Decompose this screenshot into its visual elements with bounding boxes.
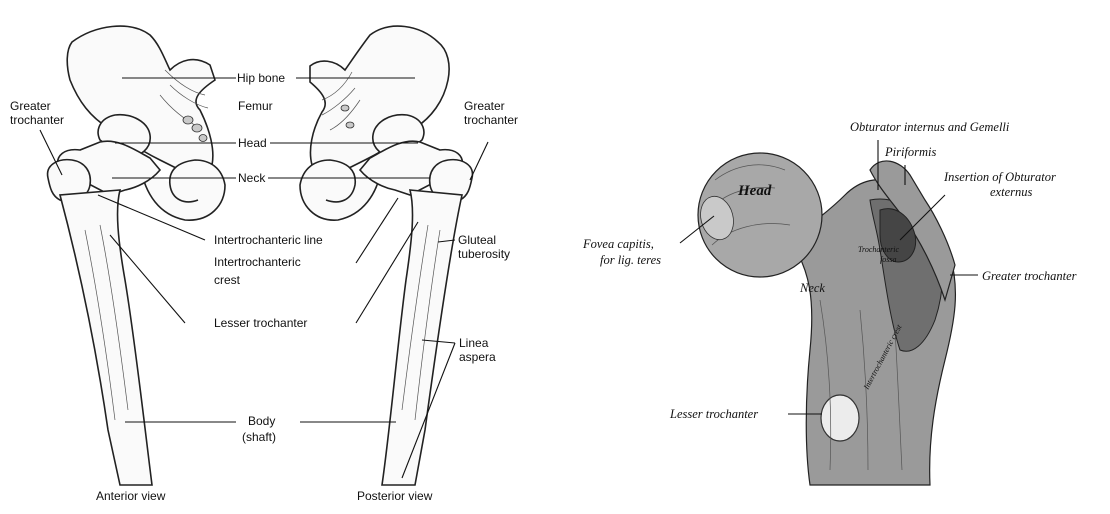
oe-line1: Insertion of Obturator <box>943 170 1056 184</box>
label-intertrochanteric-line: Intertrochanteric line <box>214 233 323 247</box>
itc-line2: crest <box>214 273 241 287</box>
engraving-label-fovea-capitis: Fovea capitis, for lig. teres <box>582 237 661 267</box>
posterior-femur-shaft-shape <box>382 190 462 485</box>
fovea-line1: Fovea capitis, <box>582 237 654 251</box>
body-line2: (shaft) <box>242 430 276 444</box>
la-line1: Linea <box>459 336 489 350</box>
label-greater-trochanter-right: Greater trochanter <box>464 99 518 127</box>
la-line2: aspera <box>459 350 496 364</box>
itc-line1: Intertrochanteric <box>214 255 301 269</box>
tf-line1: Trochanteric <box>858 245 899 254</box>
glut-line1: Gluteal <box>458 233 496 247</box>
label-linea-aspera: Linea aspera <box>459 336 496 364</box>
label-hip-bone: Hip bone <box>237 71 285 85</box>
label-femur: Femur <box>238 99 273 113</box>
engraving-label-obturator-externus: Insertion of Obturator externus <box>943 170 1059 199</box>
engraving-label-lesser-trochanter: Lesser trochanter <box>669 407 758 421</box>
engraving-label-obturator-internus: Obturator internus and Gemelli <box>850 120 1010 134</box>
body-line1: Body <box>248 414 275 428</box>
label-anterior-view: Anterior view <box>96 489 166 503</box>
label-posterior-view: Posterior view <box>357 489 433 503</box>
engraving-label-greater-trochanter: Greater trochanter <box>982 269 1077 283</box>
label-head: Head <box>238 136 267 150</box>
fovea-line2: for lig. teres <box>600 253 661 267</box>
gt-right-line1: Greater <box>464 99 505 113</box>
glut-line2: tuberosity <box>458 247 510 261</box>
engraving-label-piriformis: Piriformis <box>884 145 937 159</box>
anterior-femur-drawing <box>48 26 225 485</box>
gt-right-line2: trochanter <box>464 113 518 127</box>
tf-line2: fossa <box>880 255 896 264</box>
anterior-femur-shaft-shape <box>60 190 152 485</box>
gt-left-line1: Greater <box>10 99 51 113</box>
label-intertrochanteric-crest: Intertrochanteric crest <box>214 255 304 287</box>
posterior-femur-drawing <box>300 26 472 485</box>
femur-engraving-drawing <box>696 153 956 485</box>
label-gluteal-tuberosity: Gluteal tuberosity <box>458 233 510 261</box>
engraving-label-neck: Neck <box>799 281 825 295</box>
label-neck: Neck <box>238 171 266 185</box>
label-greater-trochanter-left: Greater trochanter <box>10 99 64 127</box>
oe-line2: externus <box>990 185 1032 199</box>
label-body-shaft: Body (shaft) <box>242 414 279 444</box>
gt-left-line2: trochanter <box>10 113 64 127</box>
label-lesser-trochanter: Lesser trochanter <box>214 316 307 330</box>
engraving-label-head: Head <box>737 183 772 199</box>
